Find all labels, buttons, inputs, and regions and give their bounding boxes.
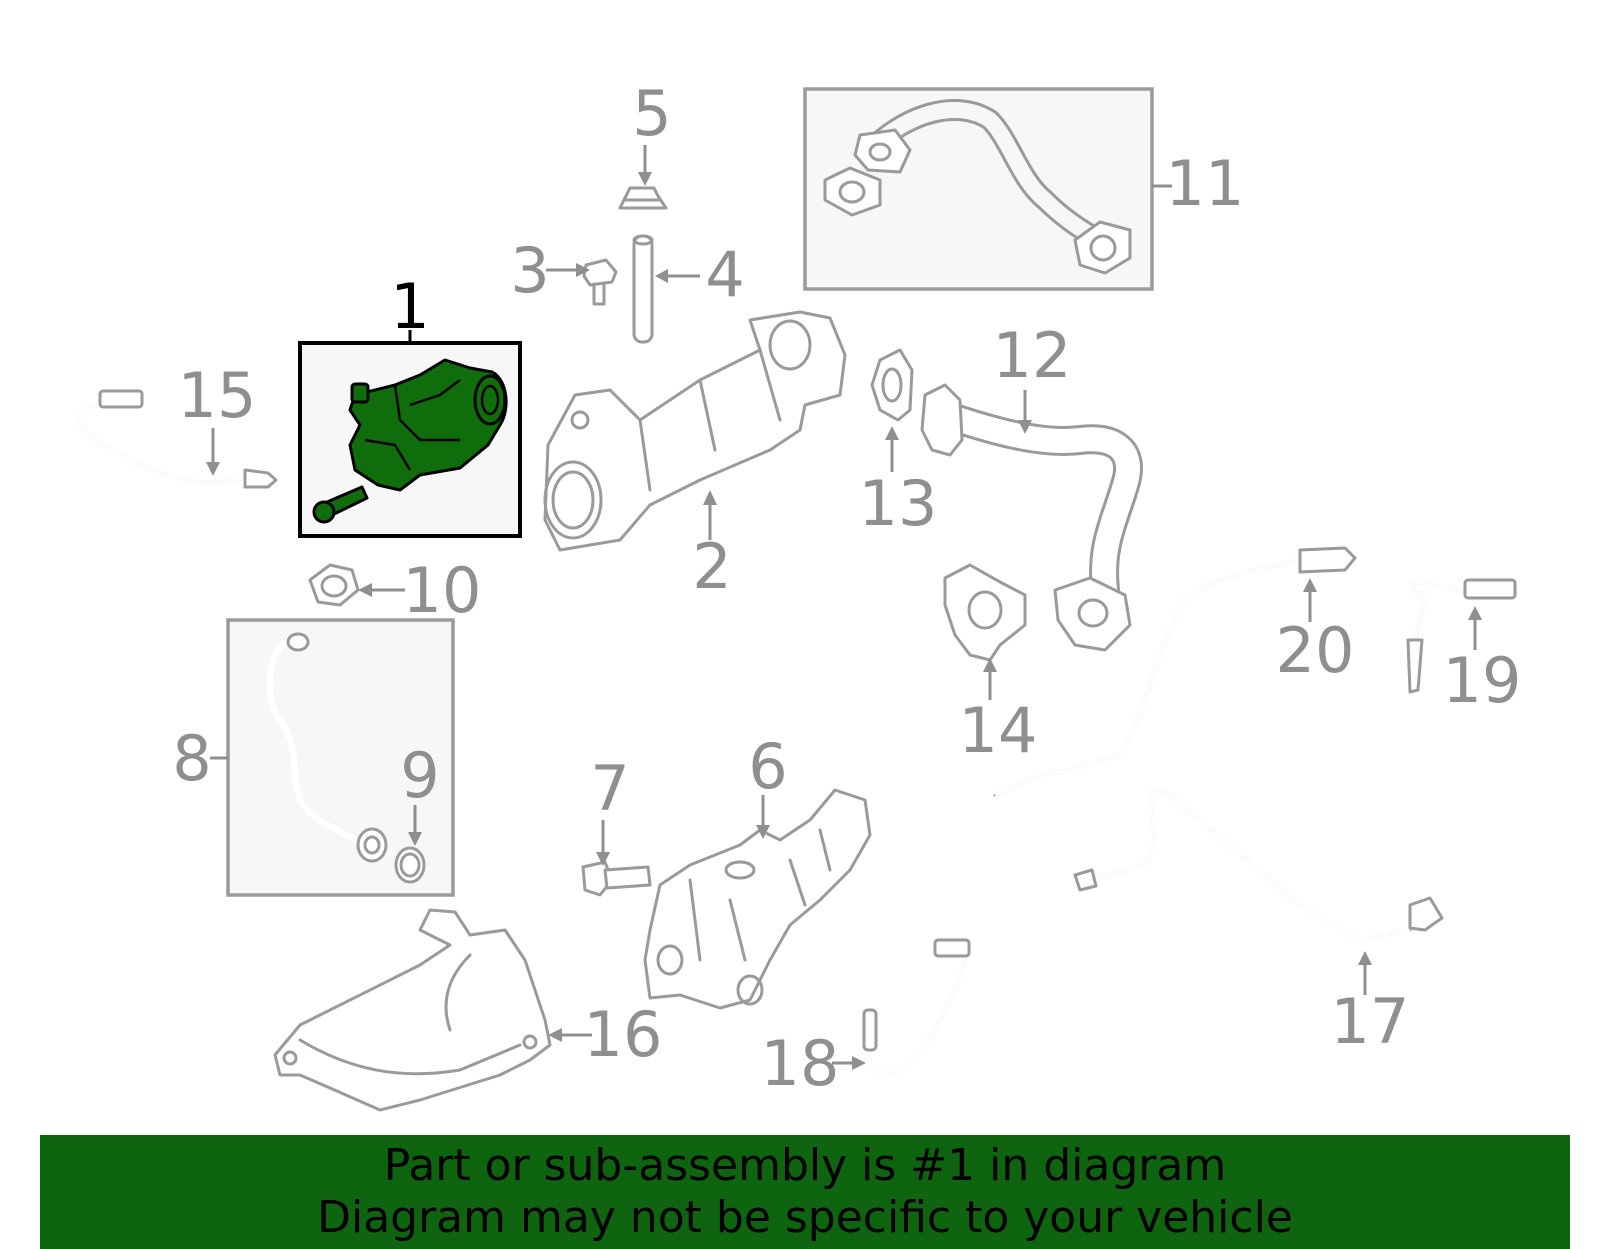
part-13-gasket[interactable]	[870, 348, 914, 422]
callout-5[interactable]: 5	[632, 77, 671, 150]
callout-16[interactable]: 16	[584, 998, 663, 1071]
part-6-bracket[interactable]	[643, 788, 872, 1010]
part-10-gasket[interactable]	[308, 563, 360, 607]
callout-13[interactable]: 13	[859, 467, 938, 540]
part-5-nut[interactable]	[618, 186, 668, 210]
part-3-bolt[interactable]	[582, 258, 618, 306]
part-12-pipe[interactable]	[920, 383, 1143, 652]
callout-labels: 1 2 3 4 5 6 7 8 9 10 11 12 13 14 15 16 1…	[172, 77, 1521, 1100]
callout-1[interactable]: 1	[390, 270, 429, 343]
part-7-bolt[interactable]	[581, 860, 652, 897]
callout-3[interactable]: 3	[510, 234, 549, 307]
part-14-gasket[interactable]	[943, 563, 1027, 662]
callout-11[interactable]: 11	[1166, 147, 1245, 220]
part-4-tube[interactable]	[632, 234, 654, 344]
part-8-pipe-assembly[interactable]	[226, 618, 455, 897]
callout-10[interactable]: 10	[403, 554, 482, 627]
part-18-sensor[interactable]	[862, 938, 971, 1077]
callout-8[interactable]: 8	[172, 722, 211, 795]
callout-15[interactable]: 15	[178, 359, 257, 432]
part-2-egr-cooler[interactable]	[543, 310, 847, 552]
part-20-sensor[interactable]	[993, 546, 1357, 797]
callout-4[interactable]: 4	[705, 238, 744, 311]
part-11-pipe-assembly[interactable]	[803, 87, 1172, 291]
callout-17[interactable]: 17	[1331, 985, 1410, 1058]
callout-19[interactable]: 19	[1443, 644, 1522, 717]
part-19-sensor[interactable]	[1406, 578, 1517, 694]
callout-9[interactable]: 9	[400, 739, 439, 812]
callout-14[interactable]: 14	[959, 694, 1038, 767]
leader-lines	[206, 145, 1482, 1070]
part-17-sensor[interactable]	[1073, 788, 1444, 942]
callout-20[interactable]: 20	[1276, 614, 1355, 687]
callout-2[interactable]: 2	[692, 530, 731, 603]
info-banner: Part or sub-assembly is #1 in diagram Di…	[40, 1135, 1570, 1249]
banner-line-2: Diagram may not be specific to your vehi…	[317, 1192, 1293, 1243]
part-16-heat-shield[interactable]	[273, 908, 552, 1112]
part-1-egr-valve[interactable]	[298, 330, 522, 538]
callout-6[interactable]: 6	[748, 730, 787, 803]
callout-12[interactable]: 12	[993, 319, 1072, 392]
part-15-sensor[interactable]	[76, 389, 278, 489]
banner-line-1: Part or sub-assembly is #1 in diagram	[383, 1140, 1227, 1191]
callout-7[interactable]: 7	[590, 752, 629, 825]
callout-18[interactable]: 18	[761, 1027, 840, 1100]
